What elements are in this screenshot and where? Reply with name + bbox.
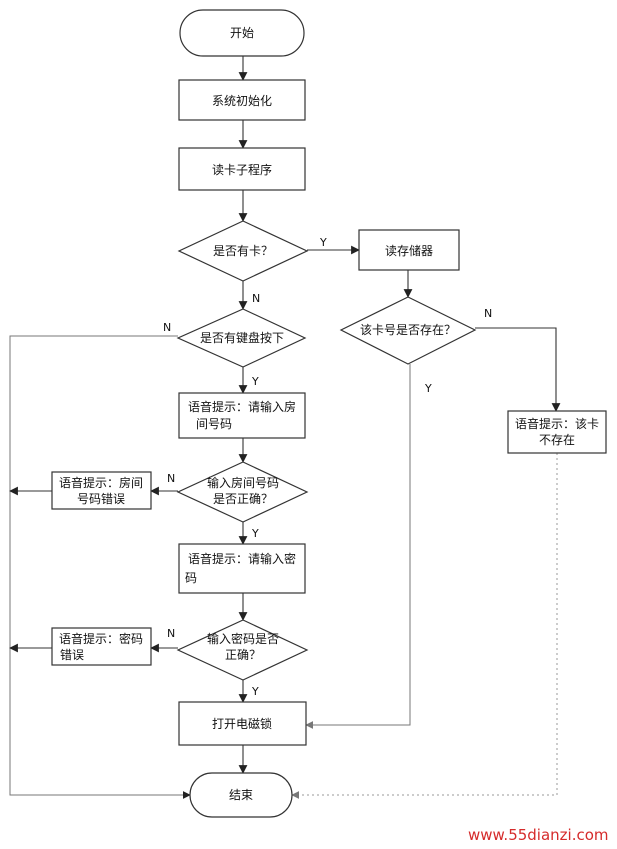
- label-room-no: N: [167, 472, 175, 485]
- node-open-lock-text: 打开电磁锁: [212, 716, 272, 731]
- edge-exists-missing: [475, 327, 561, 412]
- edge-key-no-loop: [9, 335, 191, 799]
- node-read-card-text: 读卡子程序: [212, 162, 272, 177]
- decision-room-correct-line1: 输入房间号码: [207, 475, 279, 490]
- node-end: 结束: [189, 772, 293, 818]
- label-card-exists-yes: Y: [424, 382, 432, 395]
- node-card-missing-line2: 不存在: [539, 433, 575, 447]
- decision-card-exists: 该卡号是否存在？: [339, 296, 477, 365]
- decision-key-pressed-text: 是否有键盘按下: [200, 330, 284, 345]
- edge-exists-open: [305, 364, 411, 729]
- edge-missing-end: [291, 453, 558, 799]
- label-card-exists-no: N: [484, 307, 492, 320]
- decision-room-correct: 输入房间号码 是否正确？: [176, 461, 309, 523]
- node-start: 开始: [179, 9, 305, 57]
- node-read-storage-text: 读存储器: [385, 243, 433, 258]
- node-prompt-pwd-line2: 码: [185, 571, 197, 585]
- branch-labels: Y N N Y N Y N Y N Y: [163, 236, 492, 698]
- label-pwd-no: N: [167, 627, 175, 640]
- edges: [9, 56, 561, 799]
- node-card-missing-line1: 语音提示：该卡: [515, 416, 599, 431]
- node-init: 系统初始化: [178, 79, 306, 121]
- node-prompt-room: 语音提示：请输入房 间号码: [178, 392, 306, 439]
- node-pwd-error-line1: 语音提示：密码: [59, 631, 143, 646]
- node-prompt-room-line2: 间号码: [196, 417, 232, 431]
- node-card-missing: 语音提示：该卡 不存在: [507, 410, 607, 454]
- decision-has-card: 是否有卡？: [177, 220, 309, 282]
- label-has-card-no: N: [252, 292, 260, 305]
- decision-pwd-correct-line2: 正确？: [225, 648, 261, 662]
- label-has-card-yes: Y: [319, 236, 327, 249]
- decision-pwd-correct-line1: 输入密码是否: [207, 631, 279, 646]
- node-pwd-error-line2: 错误: [60, 648, 84, 662]
- node-room-error: 语音提示：房间 号码错误: [51, 471, 152, 510]
- node-room-error-line2: 号码错误: [77, 492, 125, 506]
- node-open-lock: 打开电磁锁: [178, 701, 307, 746]
- decision-key-pressed: 是否有键盘按下: [176, 308, 307, 368]
- node-pwd-error: 语音提示：密码 错误: [51, 627, 152, 666]
- decision-pwd-correct: 输入密码是否 正确？: [176, 619, 309, 681]
- decision-room-correct-line2: 是否正确？: [213, 492, 273, 506]
- label-pwd-yes: Y: [251, 685, 259, 698]
- label-room-yes: Y: [251, 527, 259, 540]
- node-room-error-line1: 语音提示：房间: [59, 475, 143, 490]
- node-init-text: 系统初始化: [212, 94, 272, 108]
- label-key-no: N: [163, 321, 171, 334]
- node-prompt-pwd: 语音提示：请输入密 码: [178, 543, 306, 594]
- node-read-card: 读卡子程序: [178, 147, 306, 191]
- decision-has-card-text: 是否有卡？: [213, 244, 273, 258]
- node-prompt-room-line1: 语音提示：请输入房: [188, 399, 296, 414]
- node-prompt-pwd-line1: 语音提示：请输入密: [188, 551, 296, 566]
- node-end-text: 结束: [229, 788, 253, 802]
- watermark: www.55dianzi.com: [468, 826, 609, 844]
- node-read-storage: 读存储器: [358, 229, 460, 271]
- decision-card-exists-text: 该卡号是否存在？: [360, 323, 456, 337]
- label-key-yes: Y: [251, 375, 259, 388]
- node-start-text: 开始: [230, 26, 254, 40]
